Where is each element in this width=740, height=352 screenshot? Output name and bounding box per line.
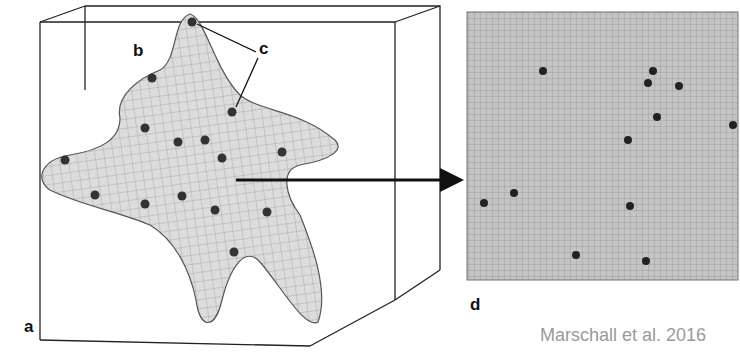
projection-arrow	[236, 179, 458, 182]
citation-caption: Marschall et al. 2016	[540, 326, 706, 344]
bounding-cube	[40, 6, 440, 346]
part-letter: c	[259, 40, 268, 57]
part-letter: d	[470, 296, 480, 313]
grid-slice	[467, 12, 738, 280]
leader-lines	[197, 24, 258, 107]
part-letter: a	[24, 318, 33, 335]
part-letter: b	[133, 42, 143, 59]
surface-blob	[42, 14, 338, 323]
grid-points	[480, 67, 737, 265]
sample-points	[61, 18, 287, 257]
